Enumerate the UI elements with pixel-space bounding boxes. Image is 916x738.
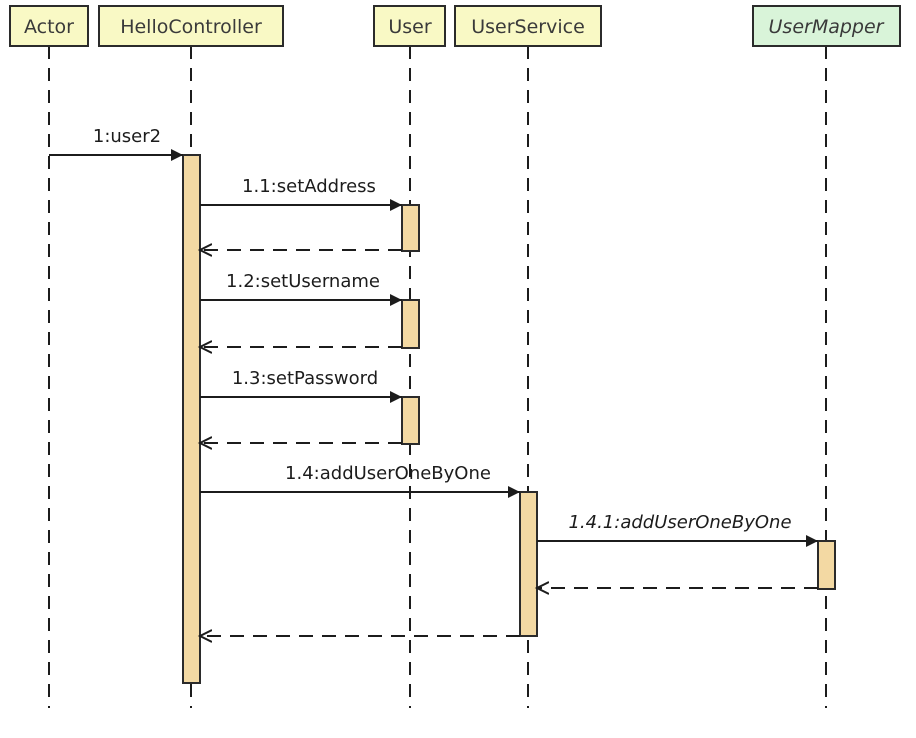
message-label: 1.4.1:addUserOneByOne	[568, 512, 791, 533]
activation-bar-hellocontroller	[182, 154, 201, 684]
participant-label: HelloController	[120, 16, 262, 38]
activation-bar-usermapper	[817, 540, 836, 590]
message-1.1:setAddress: 1.1:setAddress	[200, 176, 402, 211]
participant-box	[454, 5, 602, 47]
message-1:user2: 1:user2	[49, 126, 183, 161]
participant-box	[9, 5, 89, 47]
activation-bar-user	[401, 204, 420, 252]
message-label: 1.2:setUsername	[226, 271, 380, 292]
message-1.4:addUserOneByOne: 1.4:addUserOneByOne	[200, 463, 520, 498]
participant-box	[752, 5, 901, 47]
participant-box	[373, 5, 446, 47]
message-1.2:setUsername: 1.2:setUsername	[200, 271, 402, 306]
participant-user: User	[373, 5, 446, 47]
participant-label: UserMapper	[769, 16, 885, 38]
message-label: 1:user2	[93, 126, 161, 147]
participant-usermapper: UserMapper	[752, 5, 901, 47]
activation-bar-user	[401, 396, 420, 445]
participant-label: User	[388, 16, 431, 38]
message-1.4.1:addUserOneByOne: 1.4.1:addUserOneByOne	[537, 512, 818, 547]
message-label: 1.3:setPassword	[232, 368, 378, 389]
participant-label: UserService	[471, 16, 585, 38]
participant-userservice: UserService	[454, 5, 602, 47]
participant-hellocontroller: HelloController	[98, 5, 284, 47]
participant-box	[98, 5, 284, 47]
activation-bar-userservice	[519, 491, 538, 637]
message-label: 1.1:setAddress	[242, 176, 376, 197]
activation-bar-user	[401, 299, 420, 349]
participant-actor: Actor	[9, 5, 89, 47]
message-1.3:setPassword: 1.3:setPassword	[200, 368, 402, 403]
message-label: 1.4:addUserOneByOne	[285, 463, 491, 484]
participant-label: Actor	[24, 16, 74, 38]
